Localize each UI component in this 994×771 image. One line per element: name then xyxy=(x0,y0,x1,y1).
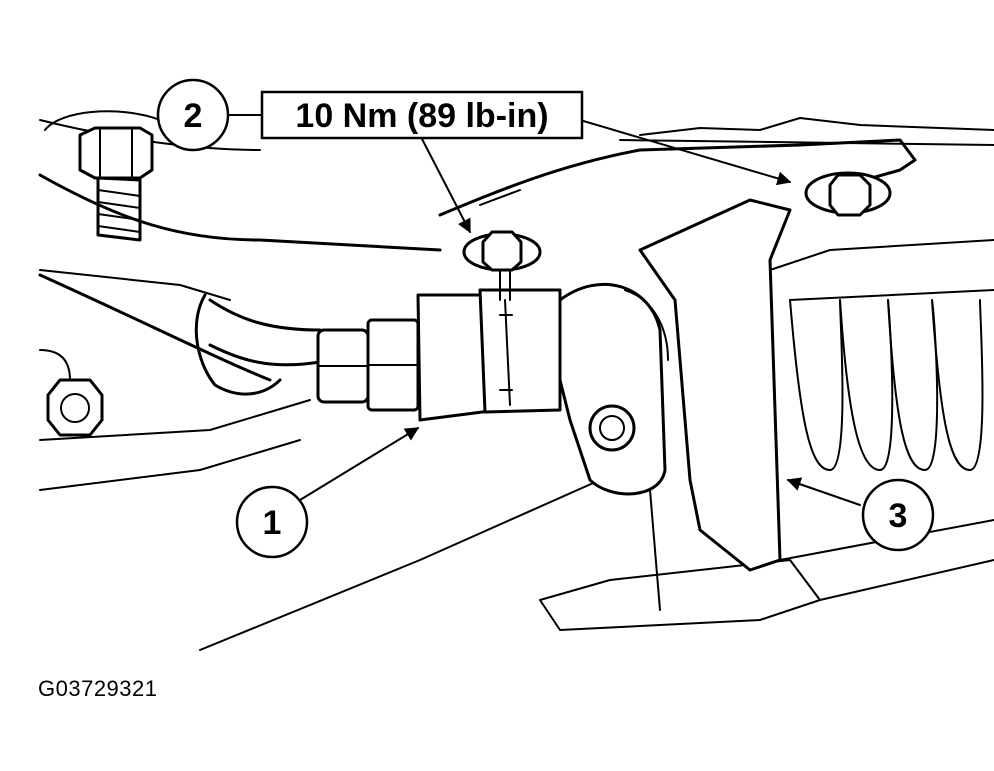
callout-2-label: 2 xyxy=(184,97,203,135)
callout-3-label: 3 xyxy=(889,497,908,535)
torque-spec-box: 10 Nm (89 lb-in) xyxy=(260,90,584,140)
callout-3: 3 xyxy=(861,478,935,552)
torque-spec-label: 10 Nm (89 lb-in) xyxy=(295,97,548,135)
callout-1-label: 1 xyxy=(263,504,282,542)
electrical-connector xyxy=(316,288,562,422)
bracket-bolt-upper-right xyxy=(804,171,892,217)
ribbed-housing xyxy=(769,239,994,471)
figure-id-label: G03729321 xyxy=(38,676,158,701)
callout-1: 1 xyxy=(235,485,309,559)
support-bracket-arm xyxy=(38,138,917,382)
wiring-harness xyxy=(194,293,322,396)
sensor-body xyxy=(558,283,669,496)
mounting-bracket xyxy=(638,198,792,572)
bolt-upper-left xyxy=(44,110,161,242)
callout-2: 2 xyxy=(156,78,230,152)
engine-housing-outline xyxy=(39,117,994,651)
sensor-mount-bolt xyxy=(462,230,542,301)
callout-leaders xyxy=(227,114,861,506)
nut-lower-left xyxy=(46,378,104,437)
